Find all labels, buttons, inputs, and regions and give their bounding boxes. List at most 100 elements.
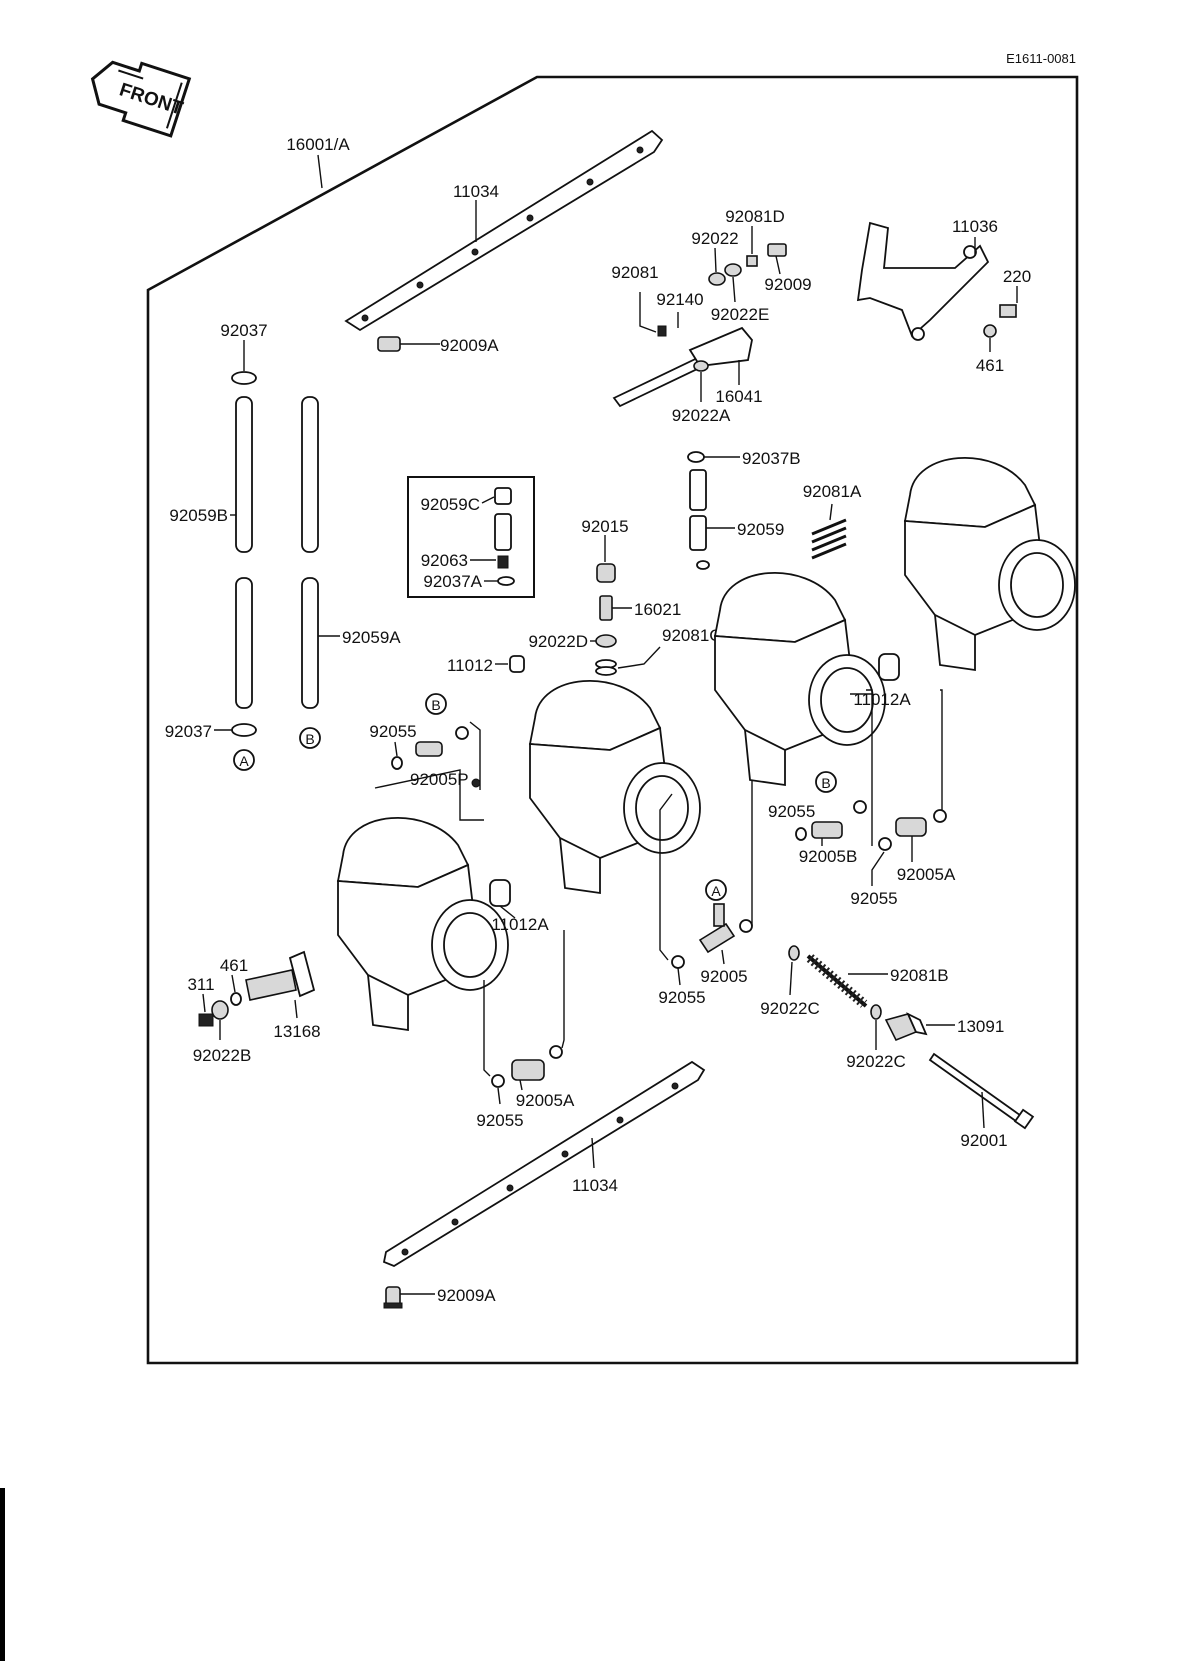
callout-washer-92022C-1: 92022C bbox=[760, 999, 820, 1018]
callout-knob-13091: 13091 bbox=[957, 1017, 1004, 1036]
diagram-code: E1611-0081 bbox=[1006, 51, 1076, 66]
callout-fuel-rail-top: 11034 bbox=[453, 182, 499, 201]
callout-washer-92022A: 92022A bbox=[672, 406, 731, 425]
ref-marker-a-left bbox=[233, 749, 255, 771]
collar-11012A-1 bbox=[878, 653, 900, 681]
carburetor-2 bbox=[528, 680, 701, 895]
clamp-92037A bbox=[497, 576, 515, 586]
washer-92022E bbox=[724, 263, 742, 277]
nut-461-top bbox=[983, 324, 997, 338]
callout-pipe-92005B: 92005B bbox=[799, 847, 858, 866]
plug-92063 bbox=[497, 555, 509, 569]
callout-nut-461-left: 461 bbox=[220, 956, 248, 975]
callout-hose-92059C: 92059C bbox=[420, 495, 480, 514]
collar-11012A-2 bbox=[489, 879, 511, 907]
spring-92081 bbox=[657, 325, 667, 337]
throttle-shaft-16041 bbox=[612, 326, 753, 408]
ref-marker-b-right bbox=[815, 771, 837, 793]
callout-plug-92063: 92063 bbox=[421, 551, 468, 570]
washer-92022D bbox=[595, 634, 617, 648]
callout-clamp-92037-low: 92037 bbox=[165, 722, 212, 741]
pipe-92005 bbox=[698, 922, 736, 954]
nut-461-left bbox=[230, 992, 242, 1006]
callout-washer-92022C-2: 92022C bbox=[846, 1052, 906, 1071]
clamp-92037B bbox=[687, 451, 705, 463]
hose-92059 bbox=[689, 469, 707, 511]
callout-spring-92081A: 92081A bbox=[803, 482, 862, 501]
scan-margin-bar bbox=[0, 1488, 5, 1661]
washer-92022A bbox=[693, 360, 709, 372]
callout-assembly: 16001/A bbox=[286, 135, 350, 154]
callout-clamp-92037B: 92037B bbox=[742, 449, 801, 468]
bracket-11036 bbox=[856, 221, 990, 341]
washer-92022 bbox=[708, 272, 726, 286]
callout-bolt-220: 220 bbox=[1003, 267, 1031, 286]
clamp-92037-low bbox=[231, 723, 257, 737]
lever-13168 bbox=[245, 950, 316, 1001]
callout-pipe-92005: 92005 bbox=[700, 967, 747, 986]
callout-spring-92081D: 92081D bbox=[725, 207, 785, 226]
callout-pin-92140: 92140 bbox=[656, 290, 703, 309]
hose-92059C bbox=[494, 487, 512, 505]
callout-screw-92015: 92015 bbox=[581, 517, 628, 536]
callout-clamp-92037: 92037 bbox=[220, 321, 267, 340]
clamp-92037 bbox=[231, 371, 257, 385]
spring-92081D bbox=[746, 255, 758, 267]
callout-pipe-92005A-2: 92005A bbox=[516, 1091, 575, 1110]
callout-oring-92055-5: 92055 bbox=[476, 1111, 523, 1130]
screw-92009A-top bbox=[377, 336, 440, 352]
ref-marker-a-mid bbox=[705, 879, 727, 901]
washer-92022B bbox=[211, 1000, 229, 1020]
callout-hose-92059A: 92059A bbox=[342, 628, 401, 647]
carburetor-4 bbox=[903, 457, 1076, 672]
carburetor-3 bbox=[713, 572, 886, 787]
callout-collar-11012A-1: 11012A bbox=[853, 690, 911, 709]
callout-oring-92055-4: 92055 bbox=[658, 988, 705, 1007]
bolt-311 bbox=[198, 1013, 214, 1027]
pipe-92005P bbox=[415, 741, 443, 757]
callout-clamp-92037A: 92037A bbox=[423, 572, 482, 591]
callout-washer-92022D: 92022D bbox=[528, 632, 588, 651]
callout-oring-92055-1: 92055 bbox=[369, 722, 416, 741]
ref-marker-letter: A bbox=[711, 883, 721, 899]
assembly-frame bbox=[146, 75, 1079, 1365]
needle-16021 bbox=[599, 595, 613, 621]
bolt-92001 bbox=[928, 1052, 1035, 1130]
front-arrow: FRONT bbox=[90, 60, 192, 138]
ref-marker-letter: A bbox=[239, 753, 249, 769]
pipe-92005B bbox=[811, 821, 843, 839]
callout-needle-16021: 16021 bbox=[634, 600, 681, 619]
knob-13091 bbox=[884, 1012, 928, 1042]
spring-92081A bbox=[811, 518, 847, 560]
ref-marker-letter: B bbox=[431, 697, 440, 713]
ref-marker-letter: B bbox=[305, 731, 314, 747]
fuel-rail-top bbox=[344, 129, 664, 332]
callout-oring-92055-2: 92055 bbox=[768, 802, 815, 821]
ref-marker-b-left bbox=[299, 727, 321, 749]
screw-92009A-bottom bbox=[383, 1286, 403, 1309]
callout-bolt-92001: 92001 bbox=[960, 1131, 1007, 1150]
callout-washer-92022E: 92022E bbox=[711, 305, 770, 324]
callout-lever-13168: 13168 bbox=[273, 1022, 320, 1041]
callout-collar-11012: 11012 bbox=[447, 656, 493, 675]
callout-washer-92022B: 92022B bbox=[193, 1046, 252, 1065]
callout-spring-92081: 92081 bbox=[611, 263, 658, 282]
callout-pipe-92005P: 92005P bbox=[410, 770, 469, 789]
hose-92059B bbox=[235, 396, 253, 709]
washer-92022C-1 bbox=[788, 945, 800, 961]
callout-shaft-16041: 16041 bbox=[715, 387, 762, 406]
callout-screw-92009: 92009 bbox=[764, 275, 811, 294]
callout-washer-92022: 92022 bbox=[691, 229, 738, 248]
spring-92081B bbox=[806, 954, 868, 1008]
callout-bracket: 11036 bbox=[952, 217, 998, 236]
callout-pipe-92005A-1: 92005A bbox=[897, 865, 956, 884]
fuel-rail-bottom bbox=[382, 1060, 706, 1268]
callout-collar-11012A-2: 11012A bbox=[491, 915, 549, 934]
washer-92022C-2 bbox=[870, 1004, 882, 1020]
collar-11012 bbox=[509, 655, 525, 673]
callout-spring-92081C: 92081C bbox=[662, 626, 722, 645]
callout-hose-92059B: 92059B bbox=[169, 506, 228, 525]
callout-screw-92009A-bottom: 92009A bbox=[437, 1286, 496, 1305]
callout-hose-92059: 92059 bbox=[737, 520, 784, 539]
carburetor-1 bbox=[336, 817, 509, 1032]
